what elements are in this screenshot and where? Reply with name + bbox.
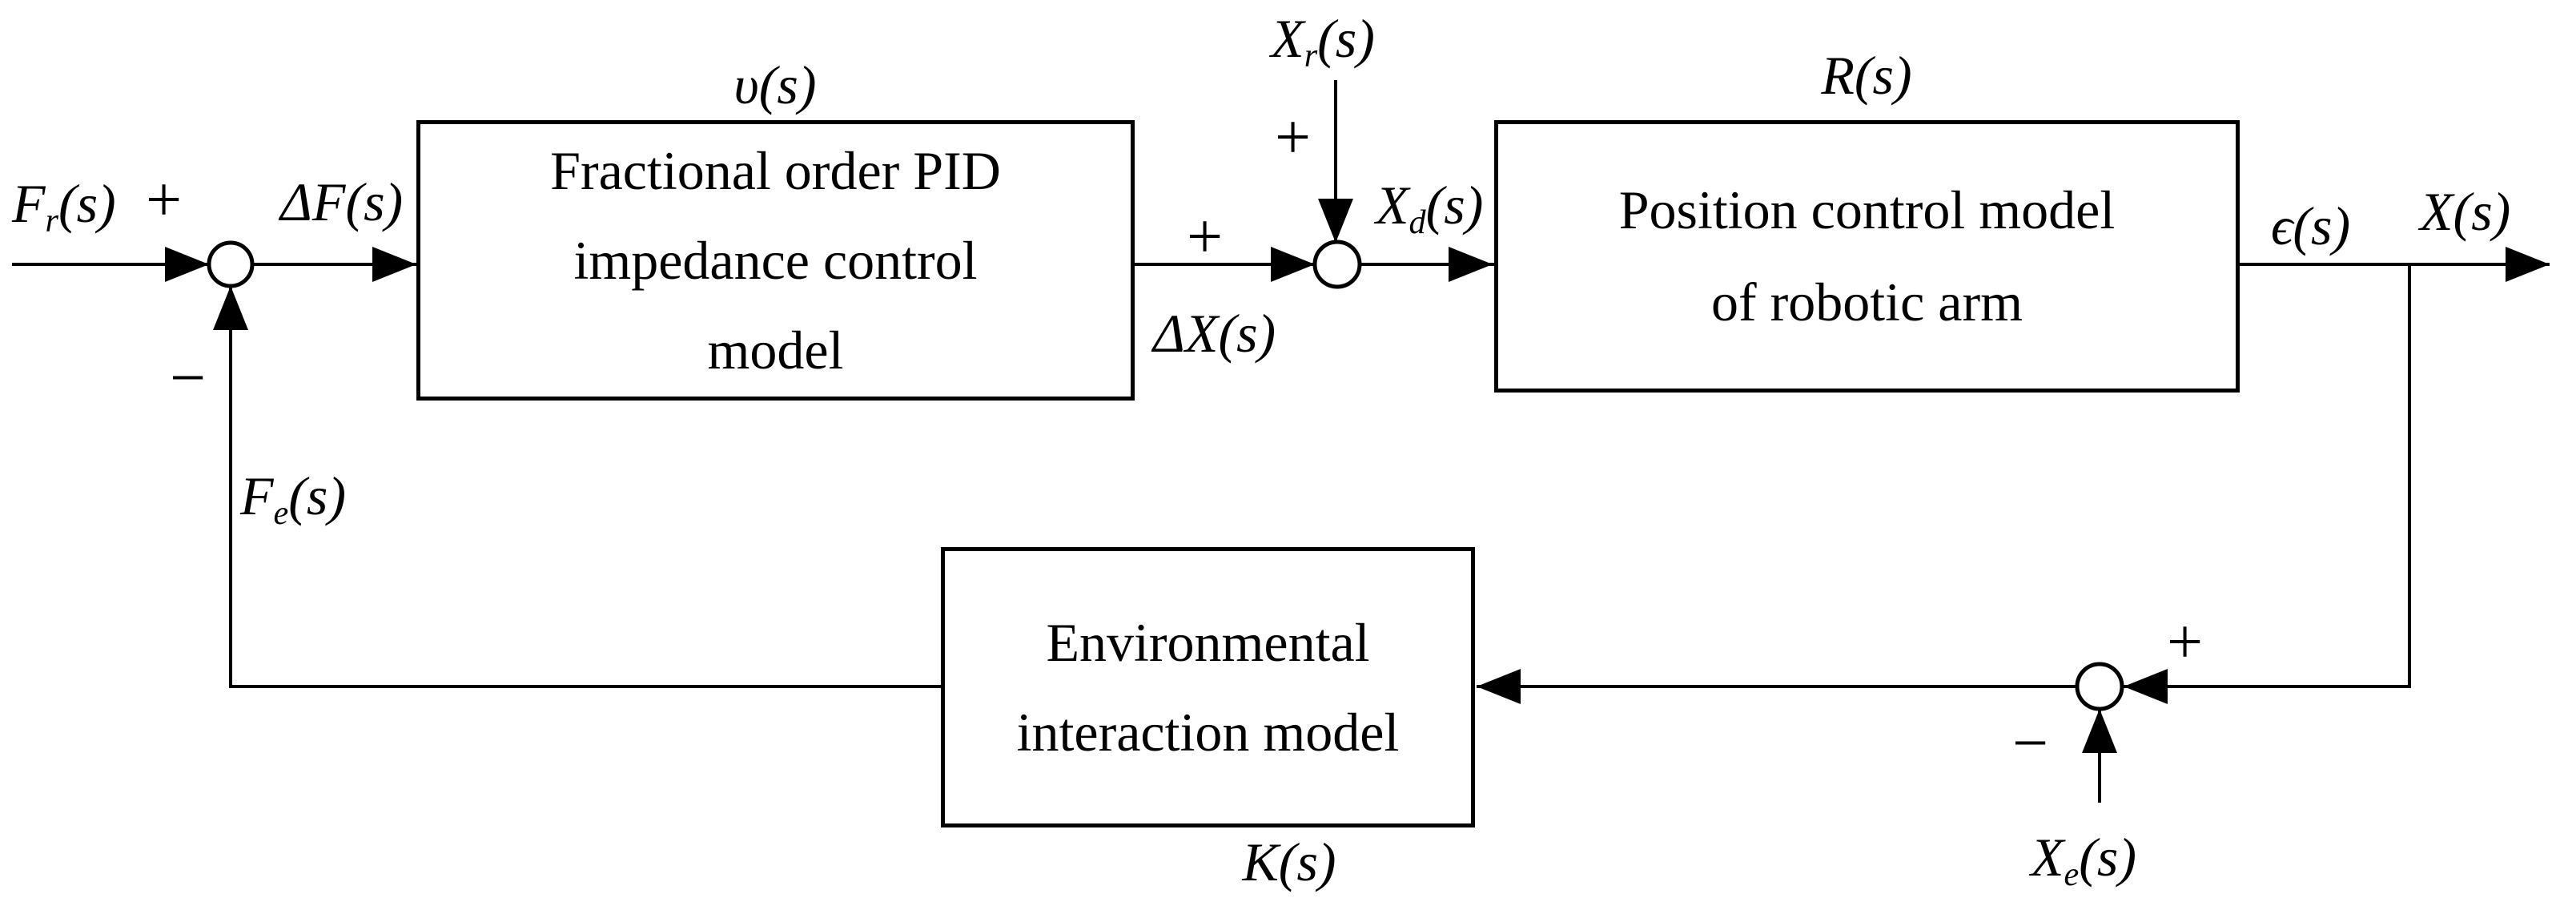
arrowhead-output — [2506, 247, 2550, 282]
signal-args: (s) — [288, 465, 347, 526]
summing-junction-position — [1312, 240, 1362, 289]
signal-args: (s) — [2079, 827, 2137, 888]
position-transfer-label: R(s) — [1821, 48, 1911, 103]
force-sum-feedback-sign: − — [170, 343, 207, 413]
transfer-base: K — [1242, 831, 1279, 892]
signal-base: X — [2420, 181, 2453, 242]
signal-base: F — [240, 465, 274, 526]
signal-args: (s) — [2453, 181, 2511, 242]
position-delta-label: ΔX(s) — [1153, 306, 1276, 360]
epsilon-label: ϵ(s) — [2271, 199, 2350, 253]
arrowhead-into-sum3 — [2124, 669, 2168, 704]
impedance-block-line: Fractional order PID — [550, 140, 1001, 201]
summing-junction-output — [2075, 662, 2124, 711]
environment-interaction-block: Environmental interaction model — [941, 547, 1475, 827]
force-ref-label: Fr(s) — [12, 173, 116, 237]
arrowhead-feedback-into-sum1 — [213, 286, 248, 330]
force-error-label: ΔF(s) — [280, 175, 403, 229]
force-env-label: Fe(s) — [240, 469, 346, 529]
signal-base: X — [2030, 827, 2064, 888]
position-env-label: Xe(s) — [2031, 830, 2136, 891]
impedance-transfer-label: υ(s) — [734, 58, 817, 112]
signal-args: (s) — [345, 171, 404, 232]
arrowhead-position-ref-down — [1318, 199, 1353, 243]
summing-junction-force — [207, 240, 255, 288]
signal-base: F — [12, 173, 46, 234]
signal-args: (s) — [2293, 195, 2351, 256]
signal-sub: r — [45, 201, 58, 240]
out-sum-feedback-sign: + — [2167, 607, 2204, 678]
arrowhead-into-environment-block — [1477, 669, 1521, 704]
signal-base: X — [1271, 8, 1304, 69]
signal-base: ΔX — [1153, 303, 1219, 364]
arrowhead-position-env-up — [2082, 709, 2117, 753]
impedance-block-line: impedance control — [573, 230, 978, 291]
signal-base: X — [1376, 175, 1409, 236]
position-block-line: Position control model — [1618, 179, 2116, 240]
pos-sum-vertical-sign: + — [1275, 103, 1312, 173]
out-sum-env-sign: − — [2012, 708, 2049, 779]
force-sum-input-sign: + — [146, 165, 183, 236]
environment-transfer-label: K(s) — [1242, 835, 1336, 889]
signal-args: (s) — [58, 173, 116, 234]
transfer-base: υ — [733, 54, 759, 115]
position-desired-label: Xd(s) — [1376, 178, 1483, 239]
position-ref-label: Xr(s) — [1271, 8, 1375, 72]
signal-args: (s) — [1218, 303, 1276, 364]
transfer-args: (s) — [1278, 831, 1336, 892]
position-block-line: of robotic arm — [1711, 272, 2023, 332]
transfer-base: R — [1821, 45, 1855, 106]
arrowhead-into-position-block — [1449, 247, 1493, 282]
arrowhead-into-sum2 — [1271, 247, 1315, 282]
arrowhead-into-impedance-block — [372, 247, 416, 282]
environment-block-line: Environmental — [1046, 612, 1370, 673]
signal-base: ϵ — [2271, 195, 2293, 256]
pos-sum-horizontal-sign: + — [1187, 202, 1224, 272]
arrowhead-into-sum1 — [165, 247, 209, 282]
signal-sub: r — [1304, 36, 1318, 74]
signal-args: (s) — [1317, 8, 1375, 69]
transfer-args: (s) — [758, 54, 817, 115]
impedance-control-block: Fractional order PID impedance control m… — [416, 120, 1135, 401]
transfer-args: (s) — [1854, 45, 1912, 106]
signal-args: (s) — [1425, 175, 1484, 236]
signal-base: ΔF — [280, 171, 346, 232]
environment-block-line: interaction model — [1016, 702, 1400, 763]
position-out-label: X(s) — [2420, 184, 2510, 239]
signal-sub: e — [273, 493, 289, 532]
impedance-block-line: model — [707, 320, 844, 380]
signal-sub: e — [2064, 855, 2080, 893]
position-control-block: Position control model of robotic arm — [1494, 120, 2240, 393]
signal-sub: d — [1409, 203, 1426, 241]
